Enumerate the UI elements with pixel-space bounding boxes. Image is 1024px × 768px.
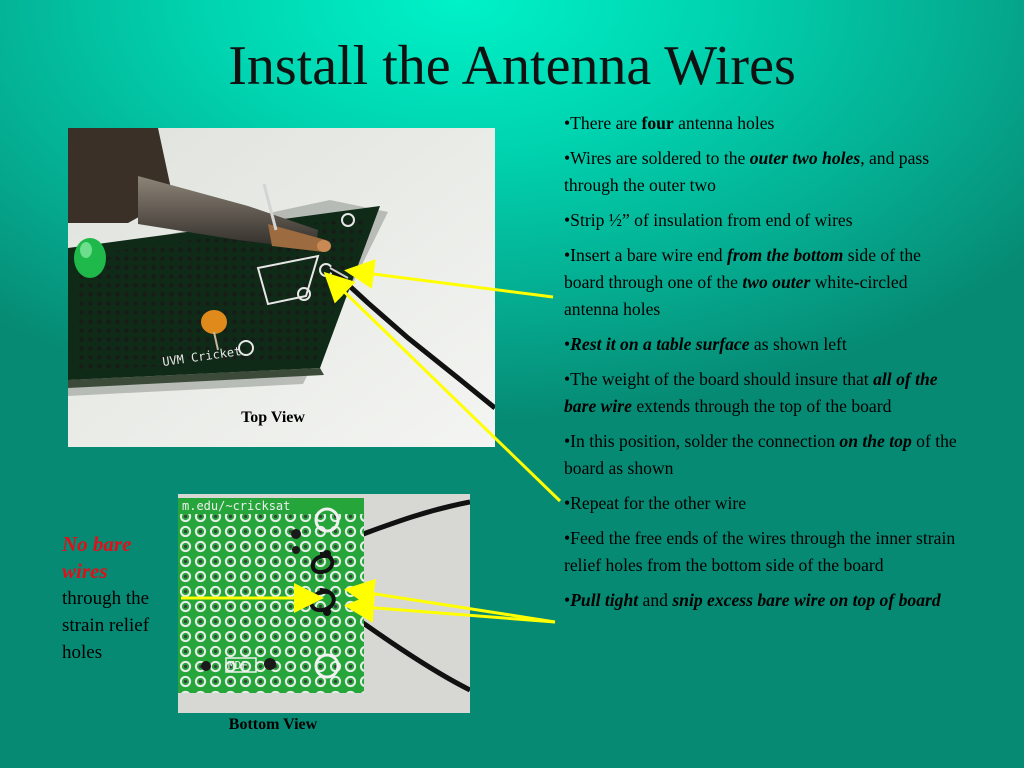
board-label-text: MDF: [228, 659, 248, 672]
bullet-text: as shown left: [749, 334, 847, 354]
bullet-item: •The weight of the board should insure t…: [564, 366, 964, 420]
bullet-text: •In this position, solder the connection: [564, 431, 840, 451]
bullet-item: •Feed the free ends of the wires through…: [564, 525, 964, 579]
bullet-item: •Rest it on a table surface as shown lef…: [564, 331, 964, 358]
bullet-text: extends through the top of the board: [631, 396, 892, 416]
bullet-text: •Repeat for the other wire: [564, 493, 747, 513]
bullet-text: •Insert a bare wire end: [564, 245, 727, 265]
bullet-text: snip excess bare wire on top of board: [672, 590, 941, 610]
top-view-caption: Top View: [241, 409, 305, 426]
bullet-text: from the bottom: [726, 245, 844, 265]
bullet-text: side of the board through one of the: [564, 245, 921, 292]
bullet-text: outer two holes: [749, 148, 861, 168]
bullet-text: white-circled antenna holes: [564, 272, 908, 319]
bullet-item: •In this position, solder the connection…: [564, 428, 964, 482]
bullet-text: •: [564, 334, 571, 354]
bullet-text: Pull tight: [570, 590, 639, 610]
bullet-text: of the board as shown: [564, 431, 957, 478]
bottom-view-caption: Bottom View: [228, 716, 318, 733]
side-note: No bare wires through the strain relief …: [62, 531, 180, 666]
bullet-text: two outer: [742, 272, 811, 292]
side-note-highlight: No bare wires: [62, 532, 132, 583]
slide-title: Install the Antenna Wires: [228, 35, 796, 97]
bullet-item: •Pull tight and snip excess bare wire on…: [564, 587, 964, 614]
bullet-text: •Feed the free ends of the wires through…: [564, 528, 956, 575]
bullet-text: four: [641, 113, 674, 133]
top-view-photo: UVM Cricket: [68, 128, 495, 447]
bullet-text: •Strip ½” of insulation from end of wire…: [564, 210, 853, 230]
bullet-text: and: [638, 590, 673, 610]
bullet-text: on the top: [839, 431, 912, 451]
bullet-item: •There are four antenna holes: [564, 110, 964, 137]
bullet-list: •There are four antenna holes •Wires are …: [564, 110, 964, 622]
bullet-item: •Repeat for the other wire: [564, 490, 964, 517]
board-url-text: m.edu/~cricksat: [182, 499, 290, 513]
bullet-text: •There are: [564, 113, 642, 133]
bullet-text: •Wires are soldered to the: [564, 148, 750, 168]
bullet-text: •The weight of the board should insure t…: [564, 369, 874, 389]
bullet-item: •Wires are soldered to the outer two hol…: [564, 145, 964, 199]
bullet-text: antenna holes: [673, 113, 775, 133]
bullet-item: •Insert a bare wire end from the bottom …: [564, 242, 964, 323]
side-note-rest: through the strain relief holes: [62, 588, 150, 663]
bullet-text: Rest it on a table surface: [570, 334, 750, 354]
bottom-view-photo: m.edu/~cricksat MDF: [178, 494, 470, 713]
bullet-text: , and pass through the outer two: [564, 148, 930, 195]
bullet-item: •Strip ½” of insulation from end of wire…: [564, 207, 964, 234]
bottom-view-illustration: m.edu/~cricksat MDF: [178, 494, 470, 713]
bullet-text: •: [564, 590, 571, 610]
top-view-illustration: UVM Cricket: [68, 128, 495, 447]
bullet-text: all of the bare wire: [564, 369, 938, 416]
